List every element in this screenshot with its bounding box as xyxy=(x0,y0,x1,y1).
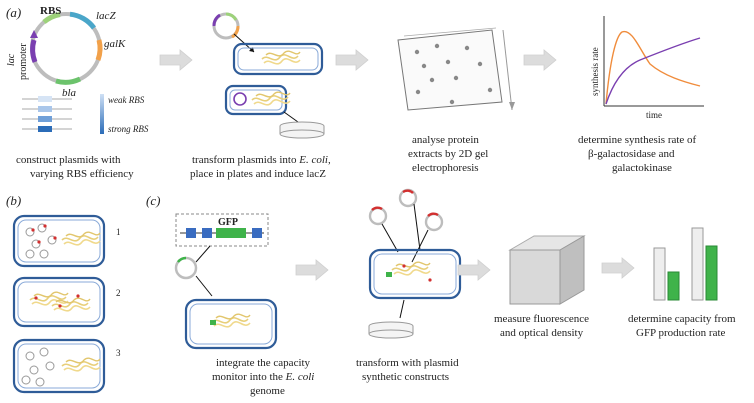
cell-number-3: 3 xyxy=(116,348,121,358)
gel-illustration xyxy=(397,27,515,111)
caption-c1-line2: monitor into the E. coli xyxy=(212,371,314,383)
process-arrow xyxy=(523,49,557,71)
process-arrow xyxy=(601,257,635,279)
caption-c1-line3: genome xyxy=(250,385,285,397)
bla-label: bla xyxy=(62,87,77,99)
cell-number-2: 2 xyxy=(116,288,121,298)
process-arrow xyxy=(457,259,491,281)
caption-a3-line1: analyse protein xyxy=(412,134,479,146)
caption-c4-line1: determine capacity from xyxy=(628,313,736,325)
plate-reader-box xyxy=(508,235,586,305)
gfp-construct xyxy=(175,213,269,247)
weak-rbs-label: weak RBS xyxy=(108,95,145,105)
process-arrow xyxy=(159,49,193,71)
integration-illustration xyxy=(174,245,278,350)
caption-a3-line3: electrophoresis xyxy=(412,162,479,174)
caption-a1-line1: construct plasmids with xyxy=(16,154,121,166)
cell-number-1: 1 xyxy=(116,227,121,237)
panel-a-label: (a) xyxy=(6,5,21,20)
plot-ylabel: synthesis rate xyxy=(590,47,600,96)
process-arrow xyxy=(295,259,329,281)
caption-a2-line1a: transform plasmids into E. coli, xyxy=(192,154,331,166)
rbs-strength-lines xyxy=(22,94,104,134)
lacz-label: lacZ xyxy=(96,10,116,22)
plot-xlabel: time xyxy=(646,110,662,120)
plasmid-map xyxy=(30,11,103,85)
cell-3 xyxy=(12,338,106,394)
cell-2 xyxy=(12,276,106,328)
gfp-label: GFP xyxy=(218,217,238,228)
process-arrow xyxy=(335,49,369,71)
caption-a2-line2: place in plates and induce lacZ xyxy=(190,168,326,180)
panel-c-label: (c) xyxy=(146,193,160,208)
galk-label: galK xyxy=(104,38,126,50)
promoter-label: promoter xyxy=(18,43,29,80)
plasmid-transform-illustration xyxy=(368,188,462,339)
caption-c1-line1: integrate the capacity xyxy=(216,357,311,369)
rbs-label: RBS xyxy=(40,5,61,17)
caption-c3-line2: and optical density xyxy=(500,327,584,339)
strong-rbs-label: strong RBS xyxy=(108,124,149,134)
caption-c4-line2: GFP production rate xyxy=(636,327,726,339)
panel-b-label: (b) xyxy=(6,193,21,208)
transform-illustration xyxy=(212,12,325,139)
caption-a4-line3: galactokinase xyxy=(612,162,672,174)
caption-a1-line2: varying RBS efficiency xyxy=(30,168,134,180)
gfp-bar-illustration xyxy=(653,227,718,301)
caption-c3-line1: measure fluorescence xyxy=(494,313,589,325)
caption-a4-line2: β-galactosidase and xyxy=(588,148,675,160)
caption-c2-line1: transform with plasmid xyxy=(356,357,459,369)
caption-a4-line1: determine synthesis rate of xyxy=(578,134,697,146)
synthesis-rate-plot xyxy=(603,16,704,107)
caption-c2-line2: synthetic constructs xyxy=(362,371,449,383)
cell-1 xyxy=(12,214,106,268)
caption-a3-line2: extracts by 2D gel xyxy=(408,148,488,160)
promoter-label-lac: lac xyxy=(6,53,17,66)
